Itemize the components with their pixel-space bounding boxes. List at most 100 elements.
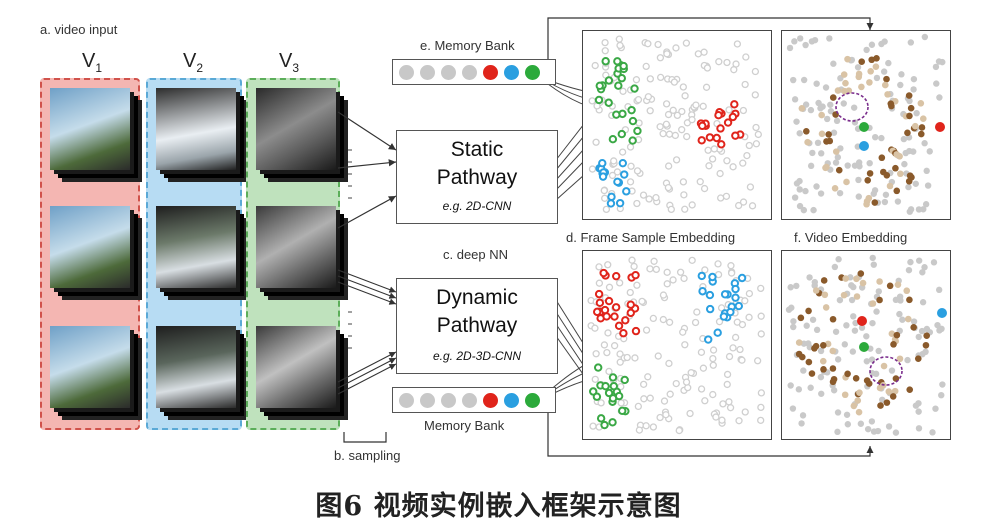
embedding-point xyxy=(697,136,706,145)
embedding-point xyxy=(855,408,863,416)
embedding-point xyxy=(830,387,838,394)
embedding-point xyxy=(806,274,813,281)
frame-embedding-panel-dynamic xyxy=(582,250,772,440)
embedding-point xyxy=(591,375,599,383)
embedding-point xyxy=(834,154,842,161)
embedding-point xyxy=(592,307,602,317)
memory-slot xyxy=(420,64,435,80)
embedding-point xyxy=(618,148,627,156)
embedding-point xyxy=(933,80,940,87)
embedding-point xyxy=(642,422,650,430)
embedding-point xyxy=(617,399,625,407)
embedding-point xyxy=(716,169,724,178)
embedding-point xyxy=(888,367,896,374)
video-label-v2: V2 xyxy=(183,50,204,75)
embedding-point xyxy=(649,314,657,323)
embedding-point xyxy=(894,198,902,205)
embedding-point xyxy=(713,328,722,337)
embedding-point xyxy=(616,358,624,366)
embedding-point xyxy=(797,35,804,42)
embedding-point xyxy=(791,194,799,201)
embedding-point xyxy=(642,326,651,334)
embedding-point xyxy=(604,261,612,269)
embedding-point xyxy=(804,138,811,146)
embedding-point xyxy=(918,327,926,335)
embedding-point xyxy=(855,70,863,78)
embedding-point xyxy=(906,386,914,393)
embedding-point xyxy=(883,399,891,406)
embedding-point xyxy=(812,287,820,294)
memory-bank-bottom xyxy=(392,387,556,413)
embedding-point xyxy=(705,290,715,300)
embedding-point xyxy=(608,134,618,144)
embedding-point xyxy=(922,341,930,349)
embedding-point xyxy=(717,304,726,312)
embedding-point xyxy=(628,116,638,126)
embedding-point xyxy=(681,205,689,213)
embedding-point xyxy=(798,105,806,112)
embedding-point xyxy=(718,416,726,424)
embedding-point xyxy=(703,64,712,72)
embedding-point xyxy=(656,123,664,131)
embedding-point xyxy=(917,100,925,107)
video-label-v3: V3 xyxy=(279,50,300,75)
embedding-point xyxy=(787,284,794,291)
embedding-point xyxy=(855,193,862,200)
embedding-point xyxy=(935,122,945,132)
embedding-point xyxy=(802,41,809,49)
embedding-point xyxy=(858,58,866,66)
embedding-point xyxy=(880,68,888,75)
embedding-point xyxy=(737,273,747,283)
embedding-point xyxy=(834,356,842,363)
embedding-point xyxy=(679,328,687,336)
embedding-point xyxy=(885,59,892,67)
embedding-point xyxy=(911,122,919,130)
embedding-point xyxy=(930,259,938,266)
embedding-point xyxy=(791,38,798,45)
embedding-point xyxy=(869,300,877,307)
memory-slot xyxy=(462,392,477,408)
embedding-point xyxy=(826,35,833,42)
embedding-point xyxy=(688,116,696,124)
embedding-point xyxy=(731,131,740,140)
video-frame-thumbnail xyxy=(156,326,236,408)
embedding-point xyxy=(682,378,691,386)
embedding-point xyxy=(588,165,597,173)
embedding-point xyxy=(898,71,905,78)
embedding-point xyxy=(834,428,841,436)
embedding-point xyxy=(600,341,609,349)
embedding-point xyxy=(803,128,810,135)
video-input-label: a. video input xyxy=(40,22,118,37)
embedding-point xyxy=(720,290,730,299)
embedding-point xyxy=(835,166,843,174)
embedding-point xyxy=(848,296,856,304)
embedding-point xyxy=(822,164,829,172)
embedding-point xyxy=(645,195,653,203)
embedding-point xyxy=(600,186,608,195)
embedding-point xyxy=(626,308,635,318)
embedding-point xyxy=(725,398,733,406)
embedding-point xyxy=(800,206,808,214)
embedding-point xyxy=(872,133,879,141)
embedding-point xyxy=(619,87,627,95)
embedding-point xyxy=(858,83,865,91)
memory-slot xyxy=(483,392,498,408)
embedding-point xyxy=(855,159,863,166)
video-column-v3 xyxy=(246,78,340,430)
embedding-point xyxy=(905,92,913,99)
embedding-point xyxy=(932,405,939,412)
embedding-point xyxy=(631,354,639,362)
embedding-point xyxy=(714,110,723,120)
embedding-point xyxy=(910,148,917,155)
embedding-point xyxy=(627,162,635,170)
embedding-point xyxy=(880,168,887,176)
embedding-point xyxy=(697,348,706,356)
frame-embedding-panel-static xyxy=(582,30,772,220)
embedding-point xyxy=(893,187,901,195)
embedding-point xyxy=(612,271,621,281)
embedding-scatter xyxy=(786,33,946,215)
embedding-point xyxy=(919,115,927,123)
embedding-point xyxy=(939,381,946,388)
embedding-point xyxy=(697,385,706,393)
embedding-point xyxy=(597,399,605,407)
